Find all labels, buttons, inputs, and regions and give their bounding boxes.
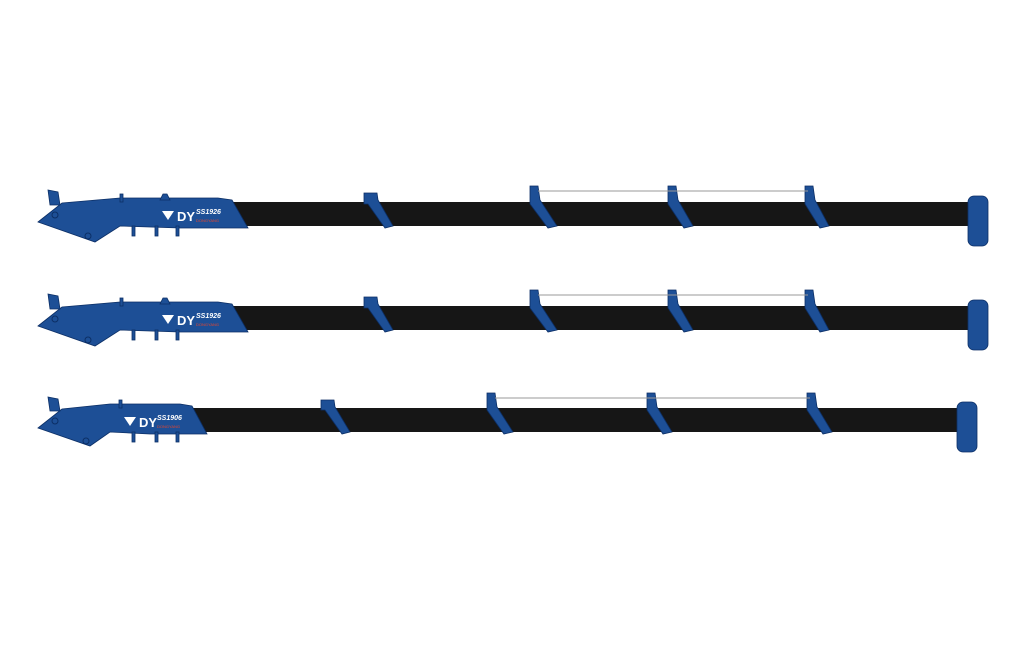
clamp	[804, 185, 830, 229]
stud	[175, 329, 180, 341]
clamp	[529, 185, 558, 229]
pivot-bolt	[84, 336, 92, 344]
clamp	[646, 392, 673, 435]
rear-housing	[37, 197, 249, 243]
bracket	[159, 297, 171, 305]
clamp	[529, 289, 558, 333]
stud	[154, 431, 159, 443]
clamp	[806, 392, 833, 435]
stud	[175, 225, 180, 237]
model-label: SS1926	[196, 313, 221, 320]
logo-mark	[162, 315, 174, 324]
brand-logo: DY	[177, 313, 195, 328]
stud	[154, 225, 159, 237]
stud	[131, 329, 136, 341]
bracket	[159, 193, 171, 201]
pivot-bolt	[51, 315, 59, 323]
model-label: SS1926	[196, 209, 221, 216]
boom-1: DY SS1926 DONGYANG	[37, 185, 989, 247]
pivot-bolt	[84, 232, 92, 240]
stud	[154, 329, 159, 341]
stud	[119, 193, 124, 203]
end-cap	[967, 299, 989, 351]
boom-3: DY SS1906 DONGYANG	[37, 392, 978, 453]
brand-logo: DY	[177, 209, 195, 224]
maker-label: DONGYANG	[196, 218, 219, 223]
pivot-bolt	[51, 417, 59, 425]
maker-label: DONGYANG	[196, 322, 219, 327]
boom-shaft	[225, 306, 973, 330]
brand-logo: DY	[139, 415, 157, 430]
stud	[119, 297, 124, 307]
end-cap	[956, 401, 978, 453]
clamp	[320, 399, 351, 435]
clamp	[363, 192, 394, 229]
rear-housing	[37, 403, 208, 447]
logo-mark	[124, 417, 136, 426]
clamp	[667, 289, 694, 333]
housing-flap	[47, 189, 61, 206]
logo-mark	[162, 211, 174, 220]
model-label: SS1906	[157, 415, 182, 422]
clamp	[363, 296, 394, 333]
housing-flap	[47, 293, 61, 310]
end-cap	[967, 195, 989, 247]
housing-flap	[47, 396, 61, 412]
stud	[131, 431, 136, 443]
rear-housing	[37, 301, 249, 347]
stud	[131, 225, 136, 237]
clamp	[667, 185, 694, 229]
boom-shaft	[185, 408, 963, 432]
clamp	[486, 392, 514, 435]
stud	[118, 399, 123, 409]
stud	[175, 431, 180, 443]
boom-2: DY SS1926 DONGYANG	[37, 289, 989, 351]
boom-shaft	[225, 202, 973, 226]
clamp	[804, 289, 830, 333]
maker-label: DONGYANG	[157, 424, 180, 429]
pivot-bolt	[51, 211, 59, 219]
pivot-bolt	[82, 437, 90, 445]
